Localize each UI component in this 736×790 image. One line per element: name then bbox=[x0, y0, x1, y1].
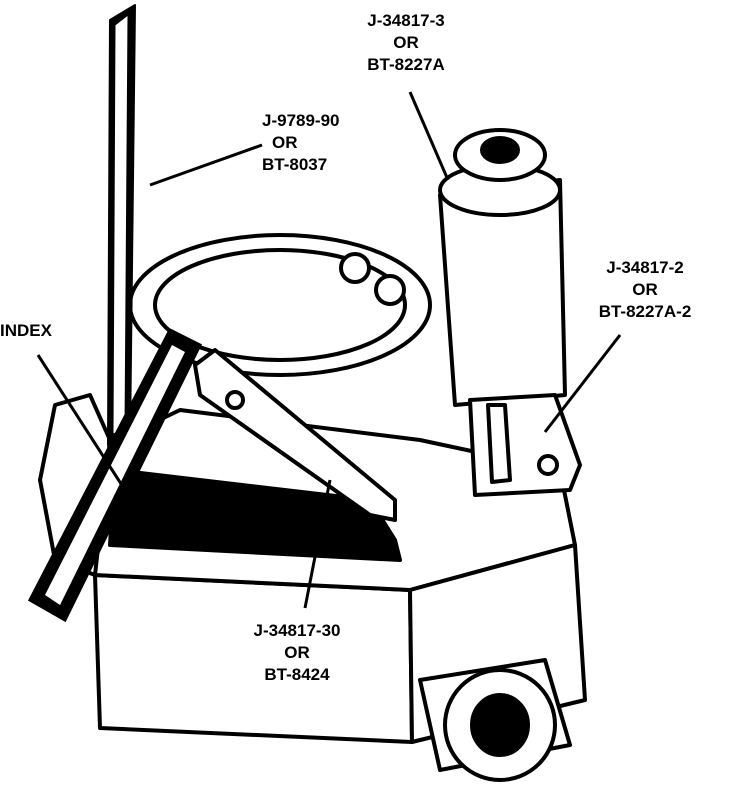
leader-rod bbox=[149, 143, 263, 187]
leader-index bbox=[36, 354, 127, 491]
callout-tool-top: J-34817-3 OR BT-8227A bbox=[367, 11, 445, 74]
leader-lever bbox=[303, 479, 332, 609]
mount-hole bbox=[339, 252, 371, 284]
callout-lever: J-34817-30 OR BT-8424 bbox=[253, 621, 341, 684]
lever-tool bbox=[193, 348, 397, 522]
leader-top bbox=[408, 91, 450, 181]
callout-bracket: J-34817-2 OR BT-8227A-2 bbox=[598, 258, 692, 321]
callout-rod: J-9789-90 OR BT-8037 bbox=[262, 111, 340, 174]
leader-bracket bbox=[543, 334, 622, 433]
callout-index: INDEX bbox=[0, 321, 52, 340]
